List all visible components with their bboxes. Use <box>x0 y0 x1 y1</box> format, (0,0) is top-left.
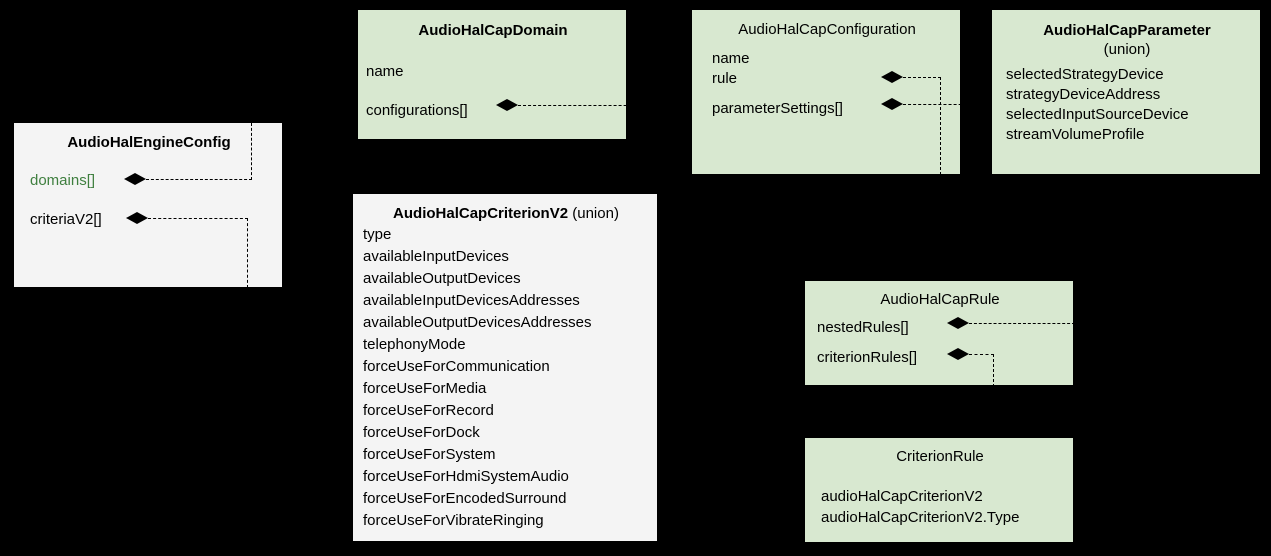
connector-rule-horizontal <box>903 77 941 78</box>
aggregation-diamond-criteriav2 <box>126 212 148 224</box>
class-title-main: AudioHalCapCriterionV2 <box>393 205 569 222</box>
class-box-audio-hal-cap-parameter[interactable]: AudioHalCapParameter (union) selectedStr… <box>991 9 1261 175</box>
attribute-name-configuration: name <box>712 50 750 67</box>
class-title-criterion-rule: CriterionRule <box>896 448 984 465</box>
class-box-audio-hal-cap-criterion-v2[interactable]: AudioHalCapCriterionV2 (union) type avai… <box>352 193 658 542</box>
class-box-audio-hal-cap-rule[interactable]: AudioHalCapRule nestedRules[] criterionR… <box>804 280 1074 386</box>
aggregation-diamond-domains <box>124 173 146 185</box>
attribute-rule: rule <box>712 70 738 87</box>
connector-criteriav2-vertical <box>247 218 248 288</box>
connector-criteriav2-horizontal <box>148 218 248 219</box>
attribute-selected-strategy-device: selectedStrategyDevice <box>1006 66 1164 83</box>
attribute-type: type <box>363 226 392 243</box>
attribute-nested-rules: nestedRules[] <box>817 319 909 336</box>
aggregation-diamond-configurations <box>496 99 518 111</box>
aggregation-diamond-parameter-settings <box>881 98 903 110</box>
connector-criterion-rules-horizontal <box>969 354 994 355</box>
connector-domains-horizontal <box>146 179 252 180</box>
class-title-union-suffix: (union) <box>572 205 619 222</box>
aggregation-diamond-rule <box>881 71 903 83</box>
attribute-force-use-for-record: forceUseForRecord <box>363 402 494 419</box>
class-title-audio-hal-cap-criterion-v2: AudioHalCapCriterionV2 (union) <box>353 204 657 223</box>
connector-domains-vertical <box>251 123 252 180</box>
class-title-audio-hal-cap-rule: AudioHalCapRule <box>880 291 1000 308</box>
attribute-available-output-devices: availableOutputDevices <box>363 270 521 287</box>
aggregation-diamond-criterion-rules <box>947 348 969 360</box>
attribute-audio-hal-cap-criterion-v2-type: audioHalCapCriterionV2.Type <box>821 509 1020 526</box>
class-box-audio-hal-engine-config[interactable]: AudioHalEngineConfig domains[] criteriaV… <box>13 122 283 288</box>
class-title-audio-hal-cap-configuration: AudioHalCapConfiguration <box>738 21 916 38</box>
attribute-force-use-for-vibrate-ringing: forceUseForVibrateRinging <box>363 512 544 529</box>
attribute-name-domain: name <box>366 63 404 80</box>
class-title-audio-hal-cap-domain: AudioHalCapDomain <box>418 22 568 39</box>
connector-configurations-horizontal <box>518 105 692 106</box>
class-box-audio-hal-cap-configuration[interactable]: AudioHalCapConfiguration name rule param… <box>691 9 961 175</box>
attribute-audio-hal-cap-criterion-v2: audioHalCapCriterionV2 <box>821 488 983 505</box>
class-box-criterion-rule[interactable]: CriterionRule audioHalCapCriterionV2 aud… <box>804 437 1074 543</box>
attribute-selected-input-source-device: selectedInputSourceDevice <box>1006 106 1189 123</box>
attribute-force-use-for-system: forceUseForSystem <box>363 446 496 463</box>
attribute-force-use-for-communication: forceUseForCommunication <box>363 358 550 375</box>
class-box-audio-hal-cap-domain[interactable]: AudioHalCapDomain name configurations[] <box>357 9 627 140</box>
attribute-criterion-rules: criterionRules[] <box>817 349 918 366</box>
class-title-audio-hal-engine-config: AudioHalEngineConfig <box>67 134 231 151</box>
aggregation-diamond-nested-rules <box>947 317 969 329</box>
attribute-force-use-for-encoded-surround: forceUseForEncodedSurround <box>363 490 567 507</box>
attribute-available-output-devices-addresses: availableOutputDevicesAddresses <box>363 314 592 331</box>
attribute-force-use-for-hdmi-system-audio: forceUseForHdmiSystemAudio <box>363 468 569 485</box>
attribute-strategy-device-address: strategyDeviceAddress <box>1006 86 1161 103</box>
attribute-available-input-devices: availableInputDevices <box>363 248 509 265</box>
connector-parameter-settings-horizontal <box>903 104 992 105</box>
attribute-available-input-devices-addresses: availableInputDevicesAddresses <box>363 292 580 309</box>
attribute-criteriav2: criteriaV2[] <box>30 211 102 228</box>
attribute-force-use-for-dock: forceUseForDock <box>363 424 480 441</box>
attribute-configurations: configurations[] <box>366 102 468 119</box>
attribute-domains: domains[] <box>30 172 96 189</box>
connector-criterion-rules-vertical <box>993 354 994 387</box>
class-subtitle-audio-hal-cap-parameter: (union) <box>1103 41 1151 58</box>
attribute-stream-volume-profile: streamVolumeProfile <box>1006 126 1145 143</box>
class-title-audio-hal-cap-parameter: AudioHalCapParameter <box>1043 22 1211 39</box>
connector-nested-rules-horizontal <box>969 323 1075 324</box>
attribute-force-use-for-media: forceUseForMedia <box>363 380 487 397</box>
attribute-telephony-mode: telephonyMode <box>363 336 466 353</box>
attribute-parameter-settings: parameterSettings[] <box>712 100 843 117</box>
connector-rule-vertical <box>940 77 941 175</box>
